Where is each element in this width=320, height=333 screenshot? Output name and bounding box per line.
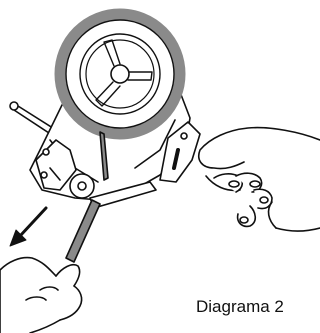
- arrow-down-left-icon: [10, 208, 46, 246]
- right-hand: [199, 128, 320, 231]
- roller: [70, 174, 94, 198]
- diagram-caption: Diagrama 2: [196, 297, 284, 317]
- tape-strip-pulled: [66, 200, 100, 262]
- tape-roll: [60, 14, 180, 134]
- left-hand: [0, 258, 82, 333]
- reel-hub: [111, 65, 129, 83]
